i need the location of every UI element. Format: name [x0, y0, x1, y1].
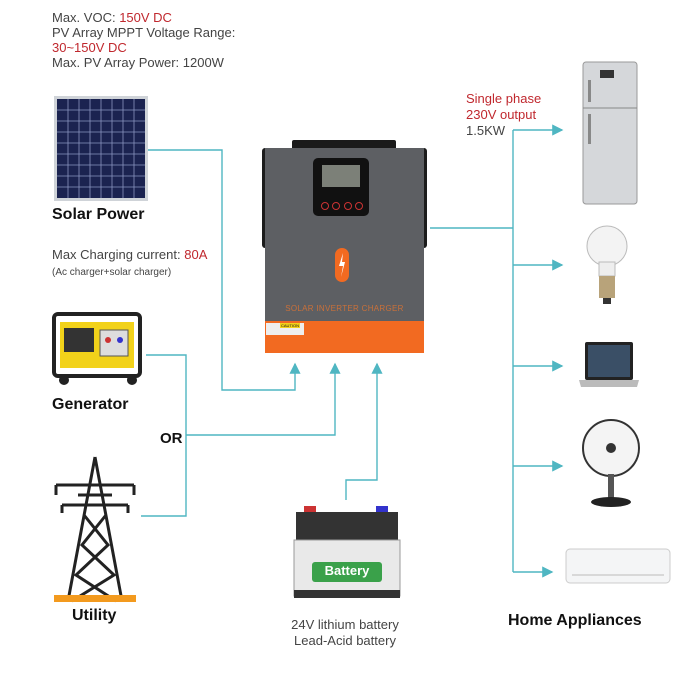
max-voc-value: 150V DC	[119, 10, 172, 25]
control-button[interactable]	[354, 202, 363, 210]
air-conditioner-icon	[565, 548, 671, 584]
output-power: 1.5KW	[466, 123, 506, 138]
output-phase: Single phase	[466, 91, 542, 106]
inverter-unit: SOLAR INVERTER CHARGER CAUTION	[262, 140, 427, 353]
laptop-icon	[579, 342, 639, 387]
max-charging-current: Max Charging current: 80A	[52, 247, 207, 262]
charging-label: Max Charging current:	[52, 247, 185, 262]
generator-label: Generator	[52, 396, 129, 413]
output-voltage: 230V output	[466, 107, 537, 122]
max-pv-power: Max. PV Array Power: 1200W	[52, 55, 224, 70]
lightning-logo-icon	[335, 248, 349, 282]
solar-power-label: Solar Power	[52, 206, 145, 223]
solar-panel-icon	[54, 96, 148, 201]
battery-line	[345, 362, 383, 500]
refrigerator-icon	[582, 61, 638, 205]
battery-label: Battery	[324, 563, 370, 578]
inverter-front-text: SOLAR INVERTER CHARGER	[285, 304, 404, 313]
mppt-value: 30~150V DC	[52, 40, 127, 55]
battery-icon	[293, 506, 401, 598]
control-button[interactable]	[321, 202, 329, 210]
generator-icon	[52, 312, 142, 385]
grid-line	[186, 362, 341, 436]
battery-type-lithium: 24V lithium battery	[291, 617, 399, 632]
charging-value: 80A	[184, 247, 208, 262]
max-voc-label: Max. VOC:	[52, 10, 120, 25]
utility-tower-icon	[54, 456, 136, 603]
max-voc: Max. VOC: 150V DC	[52, 10, 172, 25]
or-label: OR	[160, 430, 183, 447]
battery-type-lead-acid: Lead-Acid battery	[294, 633, 396, 648]
fan-icon	[582, 419, 640, 507]
caution-text: CAUTION	[280, 323, 300, 328]
home-appliances-label: Home Appliances	[508, 612, 642, 629]
caution-label: CAUTION	[266, 323, 304, 335]
control-button[interactable]	[343, 202, 352, 210]
light-bulb-icon	[586, 225, 628, 304]
control-button[interactable]	[332, 202, 341, 210]
charging-note: (Ac charger+solar charger)	[52, 267, 172, 278]
utility-label: Utility	[72, 607, 117, 624]
solar-line	[148, 149, 301, 391]
lcd-panel	[313, 158, 369, 216]
mppt-label: PV Array MPPT Voltage Range:	[52, 25, 236, 40]
